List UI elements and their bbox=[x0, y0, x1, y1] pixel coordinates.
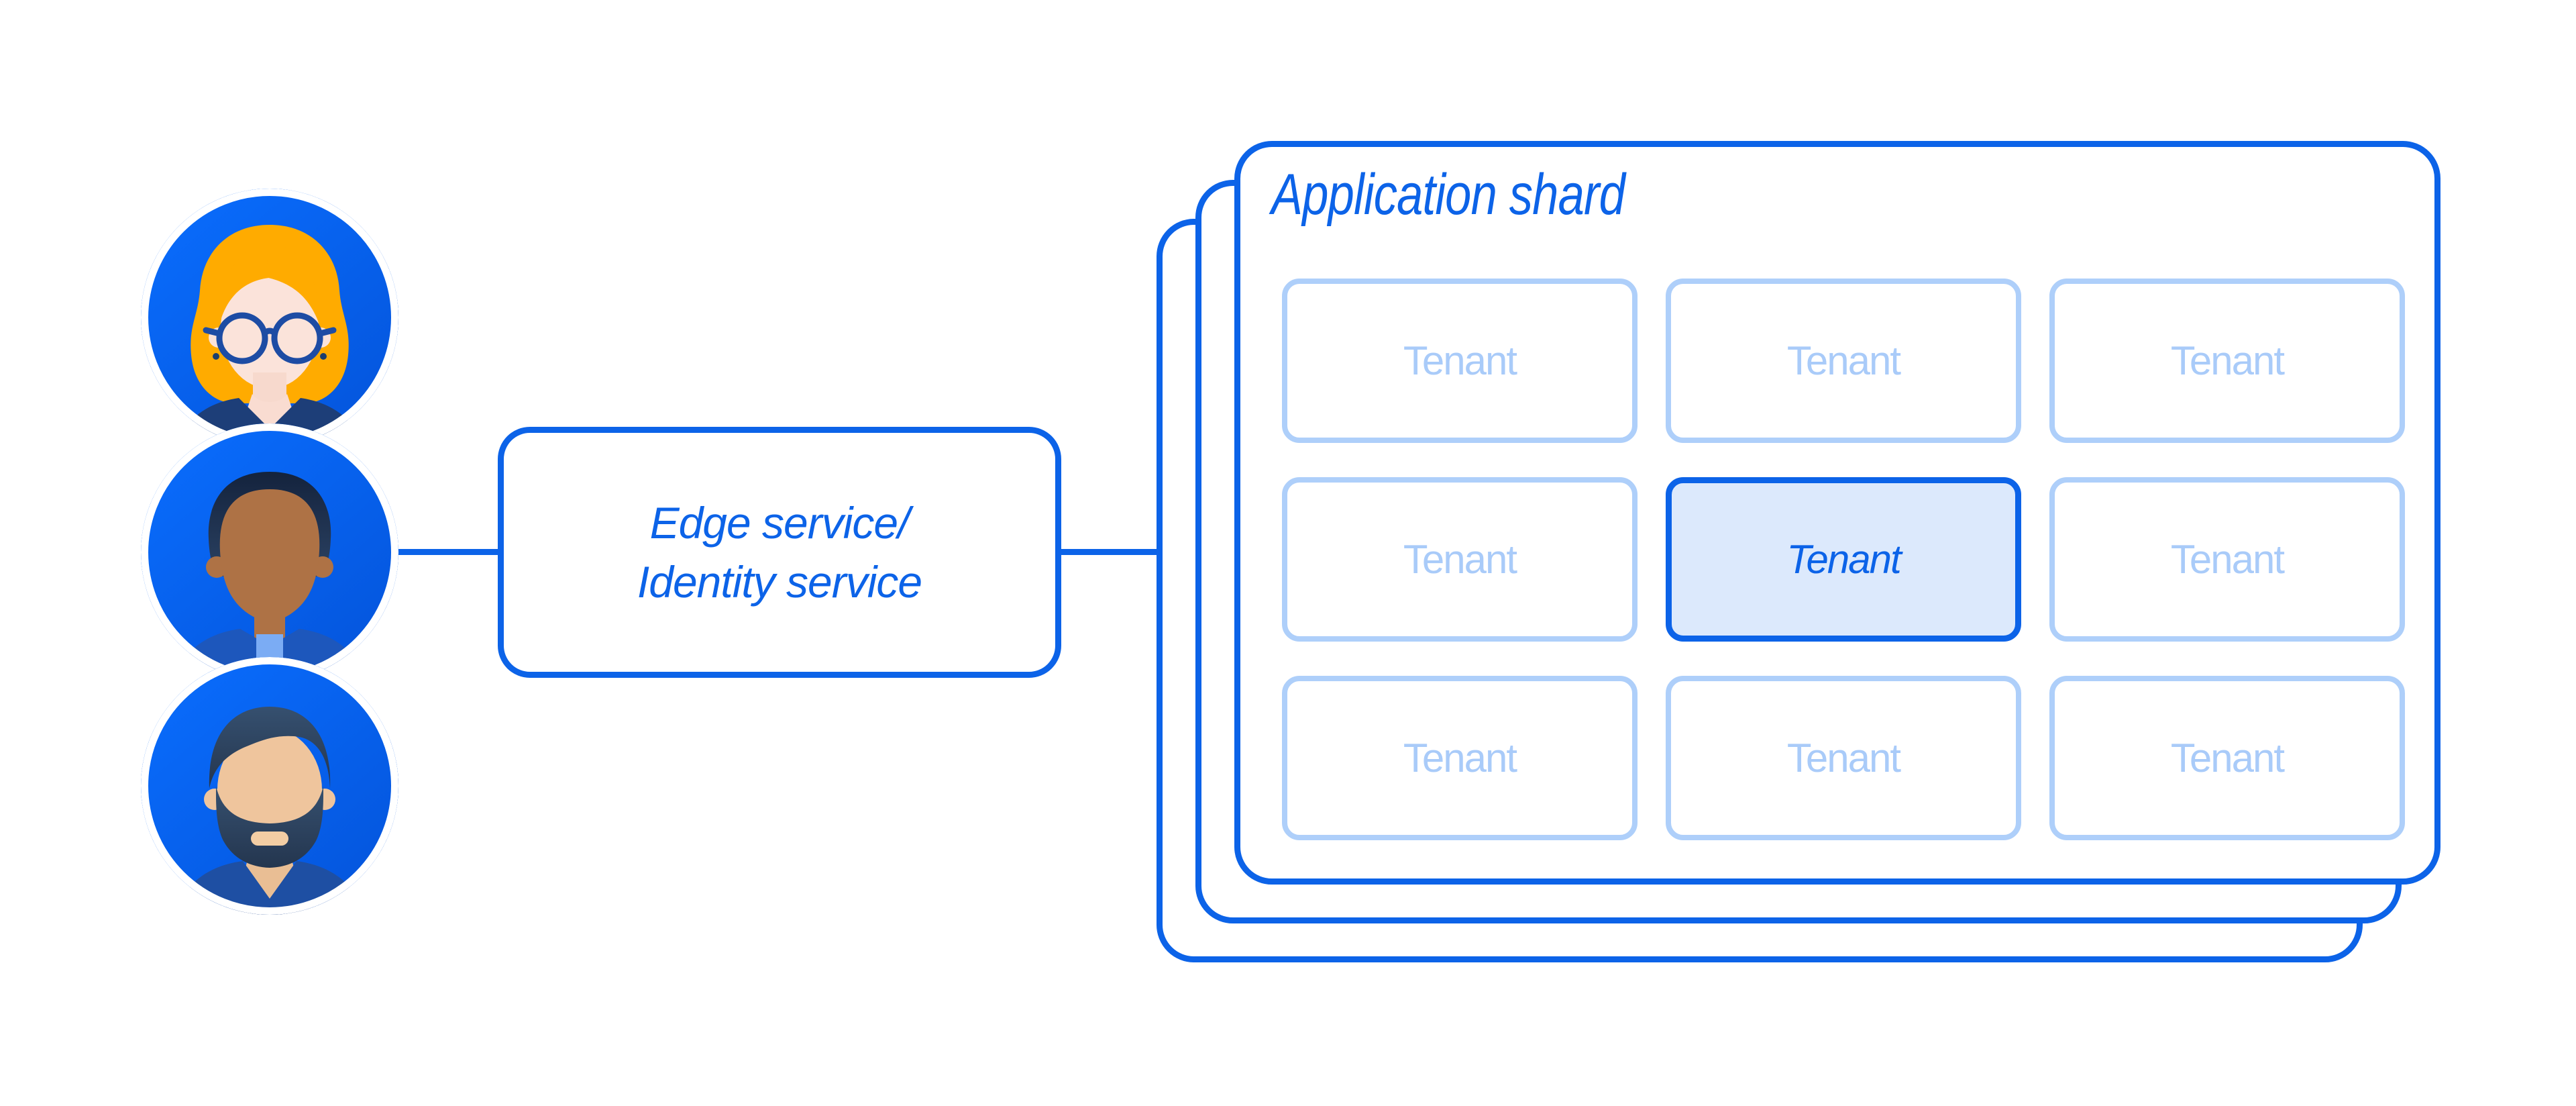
tenant-label: Tenant bbox=[1786, 736, 1901, 781]
tenant-box: Tenant bbox=[2049, 477, 2405, 642]
tenant-label: Tenant bbox=[2170, 736, 2285, 781]
tenant-label: Tenant bbox=[2170, 537, 2285, 582]
tenant-box: Tenant bbox=[1282, 279, 1638, 443]
tenant-box: Tenant bbox=[1666, 477, 2021, 642]
connector-users-to-edge-service bbox=[397, 549, 499, 555]
tenant-box: Tenant bbox=[1282, 676, 1638, 840]
tenant-label: Tenant bbox=[1403, 537, 1517, 582]
tenant-label: Tenant bbox=[1403, 338, 1517, 383]
application-shard-panel-front: Application shard Tenant Tenant Tenant T… bbox=[1234, 141, 2440, 885]
tenant-grid: Tenant Tenant Tenant Tenant Tenant Tenan… bbox=[1282, 279, 2405, 840]
connector-edge-service-to-shard bbox=[1059, 549, 1159, 555]
edge-service-label-line2: Identity service bbox=[637, 557, 922, 607]
avatar-woman-glasses-icon bbox=[141, 189, 398, 446]
tenant-box: Tenant bbox=[1666, 676, 2021, 840]
tenant-box: Tenant bbox=[2049, 279, 2405, 443]
edge-identity-service-box: Edge service/ Identity service bbox=[498, 427, 1061, 678]
tenant-box: Tenant bbox=[1666, 279, 2021, 443]
tenant-label: Tenant bbox=[1403, 736, 1517, 781]
tenant-label: Tenant bbox=[1786, 338, 1901, 383]
application-shard-title: Application shard bbox=[1271, 162, 1625, 227]
edge-service-label-line1: Edge service/ bbox=[649, 498, 910, 548]
avatar-man-icon bbox=[141, 423, 398, 681]
tenant-box: Tenant bbox=[2049, 676, 2405, 840]
tenant-label: Tenant bbox=[2170, 338, 2285, 383]
tenant-box: Tenant bbox=[1282, 477, 1638, 642]
avatar-bearded-man-icon bbox=[141, 657, 398, 915]
tenant-label: Tenant bbox=[1786, 537, 1901, 582]
